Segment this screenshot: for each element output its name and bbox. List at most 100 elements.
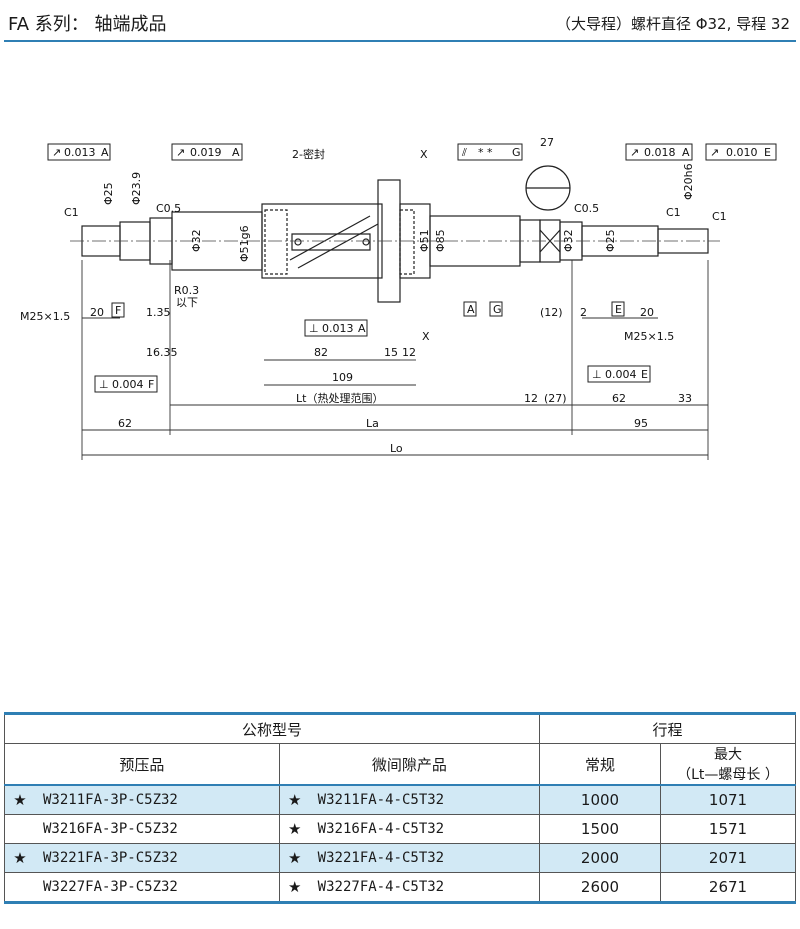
micro-model-cell: W3216FA-4-C5T32 [309,814,540,844]
preload-model-cell: W3216FA-3P-C5Z32 [35,814,280,844]
datum-G [489,301,503,317]
svg-text:⊥: ⊥ [592,368,602,381]
col-max-line1: 最大 [714,747,742,763]
label-c1-right-2: C1 [712,210,727,223]
page-header: FA 系列： 轴端成品 （大导程）螺杆直径 Φ32, 导程 32 [4,4,796,42]
dim-lo: Lo [390,442,403,455]
gtol-1-symbol: ↗ [52,146,61,159]
dim-1-35: 1.35 [146,306,171,319]
label-c05-right: C0.5 [574,202,599,215]
preload-model-cell: W3211FA-3P-C5Z32 [35,784,280,815]
gtol-runout-2 [171,143,243,161]
star-cell: ★ [278,784,310,815]
col-model-header: 公称型号 [4,712,540,744]
gtol-2-value: 0.019 [190,146,222,159]
gtol-runout-5 [705,143,777,161]
preload-model-cell: W3227FA-3P-C5Z32 [35,872,280,904]
label-d85: Φ85 [434,229,447,252]
gtol-5-ref: E [764,146,771,159]
page-title: FA 系列： 轴端成品 [8,14,167,35]
label-m25-right: M25×1.5 [624,330,674,343]
normal-stroke-cell: 2000 [539,843,661,873]
label-x-bottom: X [422,330,430,343]
star-cell: ★ [278,872,310,904]
dim-27-paren: (27) [544,392,567,405]
dim-15: 15 [384,346,398,359]
label-dim-27: 27 [540,136,554,149]
datum-F-label: F [115,304,121,317]
perp-2-ref: F [148,378,154,391]
dim-lt-range: Lt（热处理范围） [296,391,383,405]
seal-left [264,209,288,275]
preload-model-cell: W3221FA-3P-C5Z32 [35,843,280,873]
perp-1-ref: A [358,322,366,335]
col-preload-header: 预压品 [4,743,280,786]
label-c1-right-1: C1 [666,206,681,219]
label-c05-left: C0.5 [156,202,181,215]
perp-3-value: 0.004 [605,368,637,381]
label-d51g6: Φ51g6 [238,225,251,262]
label-c1-left: C1 [64,206,79,219]
star-cell: ★ [4,843,35,873]
svg-text:⊥: ⊥ [99,378,109,391]
svg-text:⊥: ⊥ [309,322,319,335]
micro-model-cell: W3221FA-4-C5T32 [309,843,540,873]
label-d23-9: Φ23.9 [130,172,143,205]
dim-12-paren: (12) [540,306,563,319]
label-d25-left: Φ25 [102,182,115,205]
gtol-runout-1 [47,143,111,161]
dim-la: La [366,417,379,430]
normal-stroke-cell: 2600 [539,872,661,904]
label-r03: R0.3 [174,284,199,297]
col-max-header: 最大 （Lt—螺母长 ） [660,743,796,786]
max-stroke-cell: 1071 [660,784,796,815]
return-tube-diagonal [289,215,371,261]
label-seal: 2-密封 [292,147,325,161]
dim-2: 2 [580,306,587,319]
star-cell: ★ [4,784,35,815]
star-cell [4,872,35,904]
datum-A-label: A [467,303,475,316]
spec-table: 公称型号 行程 常规 最大 （Lt—螺母长 ） 预压品 微间隙产品 ★W3211… [4,712,796,904]
gtol-runout-4 [625,143,693,161]
col-stroke-header: 行程 [539,712,796,744]
star-cell [4,814,35,844]
technical-drawing: ↗ 0.013 A ↗ 0.019 A ⫽ * * G ↗ 0.018 A ↗ … [20,136,777,460]
label-x-top: X [420,148,428,161]
star-cell: ★ [278,843,310,873]
label-d25-right: Φ25 [604,229,617,252]
gtol-perp-3 [587,365,651,383]
dim-109: 109 [332,371,353,384]
micro-model-cell: W3211FA-4-C5T32 [309,784,540,815]
label-m25-left: M25×1.5 [20,310,70,323]
gtol-1-value: 0.013 [64,146,96,159]
dim-82: 82 [314,346,328,359]
datum-G-label: G [493,303,502,316]
datum-E [611,301,625,317]
label-below: 以下 [176,296,198,309]
gtol-3-value: * * [478,146,493,159]
gtol-1-ref: A [101,146,109,159]
col-max-line2: （Lt—螺母长 ） [677,767,779,783]
gtol-runout-3 [457,143,523,161]
svg-text:↗: ↗ [176,146,185,159]
perp-2-value: 0.004 [112,378,144,391]
dim-62-right: 62 [612,392,626,405]
perp-3-ref: E [641,368,648,381]
micro-model-cell: W3227FA-4-C5T32 [309,872,540,904]
dim-95: 95 [634,417,648,430]
seal-right [399,209,415,275]
svg-text:↗: ↗ [630,146,639,159]
label-d32-left: Φ32 [190,229,203,252]
dim-20-left: 20 [90,306,104,319]
label-d32-right: Φ32 [562,229,575,252]
star-cell: ★ [278,814,310,844]
perp-1-value: 0.013 [322,322,354,335]
normal-stroke-cell: 1500 [539,814,661,844]
gtol-4-ref: A [682,146,690,159]
max-stroke-cell: 1571 [660,814,796,844]
dim-20-right: 20 [640,306,654,319]
page-subtitle: （大导程）螺杆直径 Φ32, 导程 32 [555,15,790,33]
